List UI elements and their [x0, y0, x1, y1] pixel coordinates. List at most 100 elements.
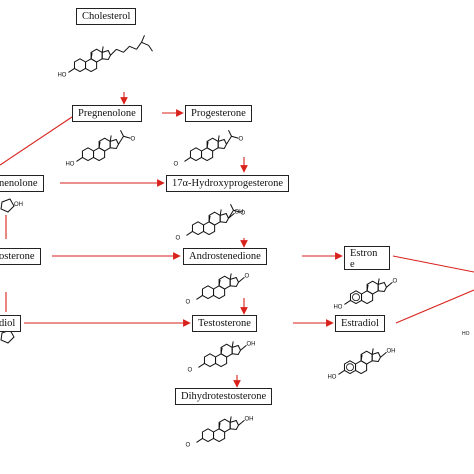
c17-label: OH	[246, 341, 255, 347]
cholesterol-box: Cholesterol	[76, 8, 137, 25]
side-chain-bond	[136, 41, 142, 50]
progesterone-box: Progesterone	[185, 105, 252, 122]
methyl-19	[220, 347, 223, 354]
ring-d	[377, 281, 388, 292]
side-chain-bond	[123, 45, 130, 53]
ring-a	[81, 147, 95, 162]
c3-bond	[186, 230, 193, 236]
acetyl-carbonyl	[231, 135, 239, 139]
c3-label: O	[185, 299, 190, 305]
acetyl-bond	[228, 210, 234, 219]
ring-a	[201, 285, 215, 300]
c17-label: O	[244, 273, 249, 279]
c3-bond	[68, 67, 75, 73]
estrone-structure: HOO	[333, 278, 397, 310]
ring-d	[229, 419, 240, 430]
methyl-18	[219, 209, 222, 216]
testosterone-box: Testosterone	[192, 315, 257, 332]
pregnenolone-structure: HOO	[65, 130, 135, 167]
cholesterol-structure: HO	[57, 35, 153, 78]
c3-bond	[184, 156, 191, 162]
c3-bond	[198, 362, 205, 368]
c17-label: O	[392, 278, 397, 284]
c3-label: O	[187, 367, 192, 373]
ring-d	[217, 138, 228, 149]
acetyl-methyl	[230, 204, 234, 211]
ring-c	[90, 48, 103, 63]
ring-c	[360, 350, 373, 365]
acetyl-o-label: O	[238, 136, 243, 142]
ring-c	[220, 343, 233, 358]
methyl-19	[218, 422, 221, 429]
acetyl-o-label: O	[240, 210, 245, 216]
17oh-pregnenolone-partial-structure: OH	[0, 198, 23, 213]
aromatic-ring-circle	[346, 363, 354, 372]
acetyl-bond	[118, 136, 124, 145]
acetyl-bond	[226, 136, 232, 145]
methyl-19	[98, 141, 101, 148]
ring-c	[366, 280, 379, 295]
c3-label: O	[173, 161, 178, 167]
methyl-18	[109, 135, 112, 142]
c3-bond	[196, 294, 203, 300]
methyl-19	[90, 52, 93, 59]
c3-label: HO	[327, 374, 336, 380]
methyl-18	[371, 348, 374, 355]
arrow-estrone-to-right	[392, 255, 474, 273]
aromatic-ring-circle	[352, 293, 360, 302]
ring-c	[208, 211, 221, 226]
methyl-18	[217, 135, 220, 142]
androstenediol-box: diol	[0, 315, 22, 332]
side-chain-bond	[116, 48, 124, 53]
methyl-18	[377, 278, 380, 285]
ring-d	[231, 344, 242, 355]
17oh-pregnenolone-box: nenolone	[0, 175, 44, 192]
ring-d	[371, 351, 382, 362]
acetyl-o-label: O	[130, 136, 135, 142]
estradiol-box: Estradiol	[335, 315, 385, 332]
c17-bond	[386, 281, 393, 288]
side-chain-bond	[129, 45, 137, 50]
methyl-19	[218, 279, 221, 286]
arrow-pregnenolone-to-17oh	[0, 116, 73, 166]
ring-d	[109, 138, 120, 149]
c17-label: OH	[244, 416, 253, 422]
side-chain-bond	[141, 41, 149, 46]
partial-oh-label: OH	[14, 202, 23, 208]
testosterone-structure: O OH	[187, 341, 255, 373]
c3-bond	[338, 369, 345, 375]
ring-a	[189, 147, 203, 162]
ring-c	[206, 137, 219, 152]
methyl-18	[229, 416, 232, 423]
methyl-18	[229, 273, 232, 280]
side-chain-bond	[148, 45, 153, 52]
methyl-19	[208, 215, 211, 222]
ring-c	[218, 275, 231, 290]
17oh-progesterone-box: 17α-Hydroxyprogesterone	[166, 175, 290, 192]
c17-bond	[238, 276, 245, 283]
dht-structure: O OH	[185, 416, 253, 448]
ring-d	[229, 276, 240, 287]
estrone-label-line2: e	[350, 259, 355, 270]
ring-a	[73, 58, 87, 73]
dhea-box: osterone	[0, 248, 41, 265]
ring-a	[201, 428, 215, 443]
acetyl-carbonyl	[123, 135, 131, 139]
estrone-box: Estron e	[344, 246, 390, 270]
c3-label: O	[185, 442, 190, 448]
methyl-19	[360, 354, 363, 361]
pregnenolone-box: Pregnenolone	[72, 105, 142, 122]
c3-bond	[76, 156, 83, 162]
ring-a	[191, 221, 205, 236]
side-chain-bond	[110, 48, 117, 56]
androstenedione-structure: OO	[185, 273, 249, 305]
ring-c	[98, 137, 111, 152]
estriol-partial-ho-label: HO	[462, 331, 470, 337]
methyl-18	[231, 341, 234, 348]
c17-bond	[240, 344, 247, 351]
ring-c	[218, 418, 231, 433]
